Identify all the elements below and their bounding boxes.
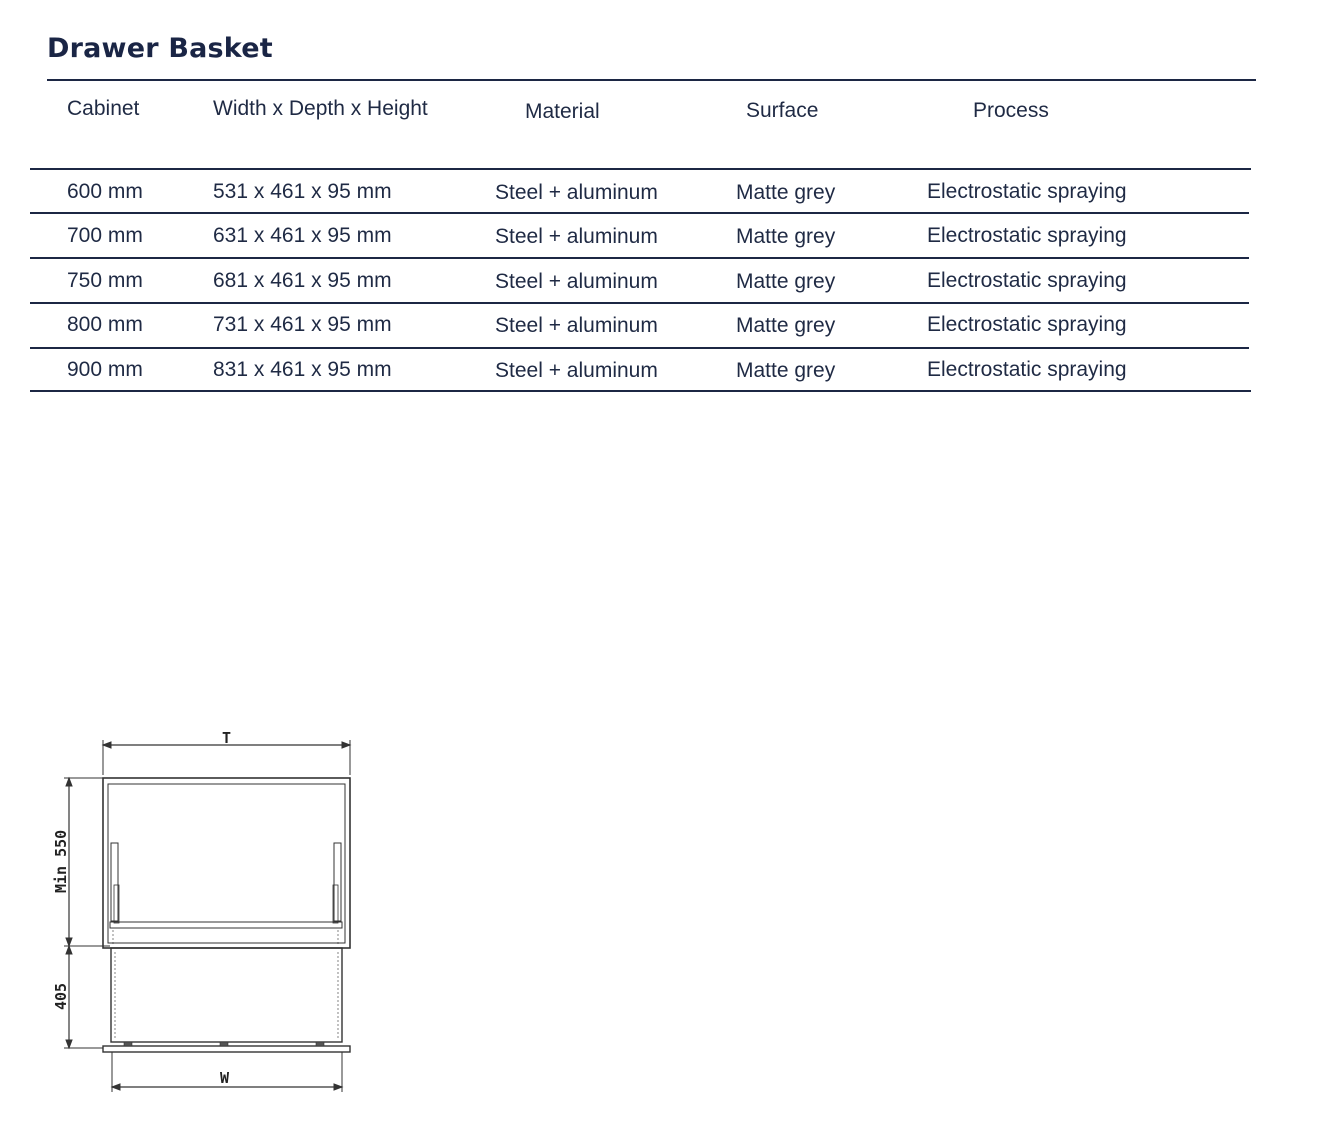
dimension-label-upper-side: Min 550 [52,830,70,893]
dimension-label-bottom: W [220,1069,230,1087]
cell-dimensions: 631 x 461 x 95 mm [213,224,392,247]
cell-cabinet: 600 mm [67,180,143,203]
cell-dimensions: 531 x 461 x 95 mm [213,180,392,203]
cell-dimensions: 731 x 461 x 95 mm [213,313,392,336]
page-title: Drawer Basket [47,33,273,64]
cell-surface: Matte grey [736,270,836,293]
column-header-process: Process [973,99,1049,122]
table-row-rule [30,212,1249,214]
cell-cabinet: 700 mm [67,224,143,247]
column-header-material: Material [525,100,600,123]
cell-cabinet: 750 mm [67,269,143,292]
table-row-rule [30,302,1249,304]
cell-process: Electrostatic spraying [927,313,1127,336]
cell-process: Electrostatic spraying [927,180,1127,203]
cell-process: Electrostatic spraying [927,224,1127,247]
base-plinth [102,1045,351,1053]
dimension-label-lower-side: 405 [52,983,70,1010]
table-header-rule [30,168,1251,170]
table-bottom-rule [30,390,1251,392]
dimension-label-top: T [222,729,231,747]
cell-material: Steel + aluminum [495,270,658,293]
basket-front [109,921,343,929]
cell-material: Steel + aluminum [495,314,658,337]
cell-dimensions: 831 x 461 x 95 mm [213,358,392,381]
cell-material: Steel + aluminum [495,225,658,248]
cell-surface: Matte grey [736,314,836,337]
cell-process: Electrostatic spraying [927,358,1127,381]
cell-material: Steel + aluminum [495,181,658,204]
table-top-rule [47,79,1256,81]
cell-material: Steel + aluminum [495,359,658,382]
cell-dimensions: 681 x 461 x 95 mm [213,269,392,292]
cell-surface: Matte grey [736,181,836,204]
cell-process: Electrostatic spraying [927,269,1127,292]
column-header-surface: Surface [746,99,819,122]
table-row-rule [30,257,1249,259]
lower-drawer-outline [110,947,343,1043]
cell-cabinet: 800 mm [67,313,143,336]
cell-cabinet: 900 mm [67,358,143,381]
column-header-cabinet: Cabinet [67,97,140,120]
table-row-rule [30,347,1249,349]
cell-surface: Matte grey [736,225,836,248]
cell-surface: Matte grey [736,359,836,382]
column-header-dimensions: Width x Depth x Height [213,97,428,120]
